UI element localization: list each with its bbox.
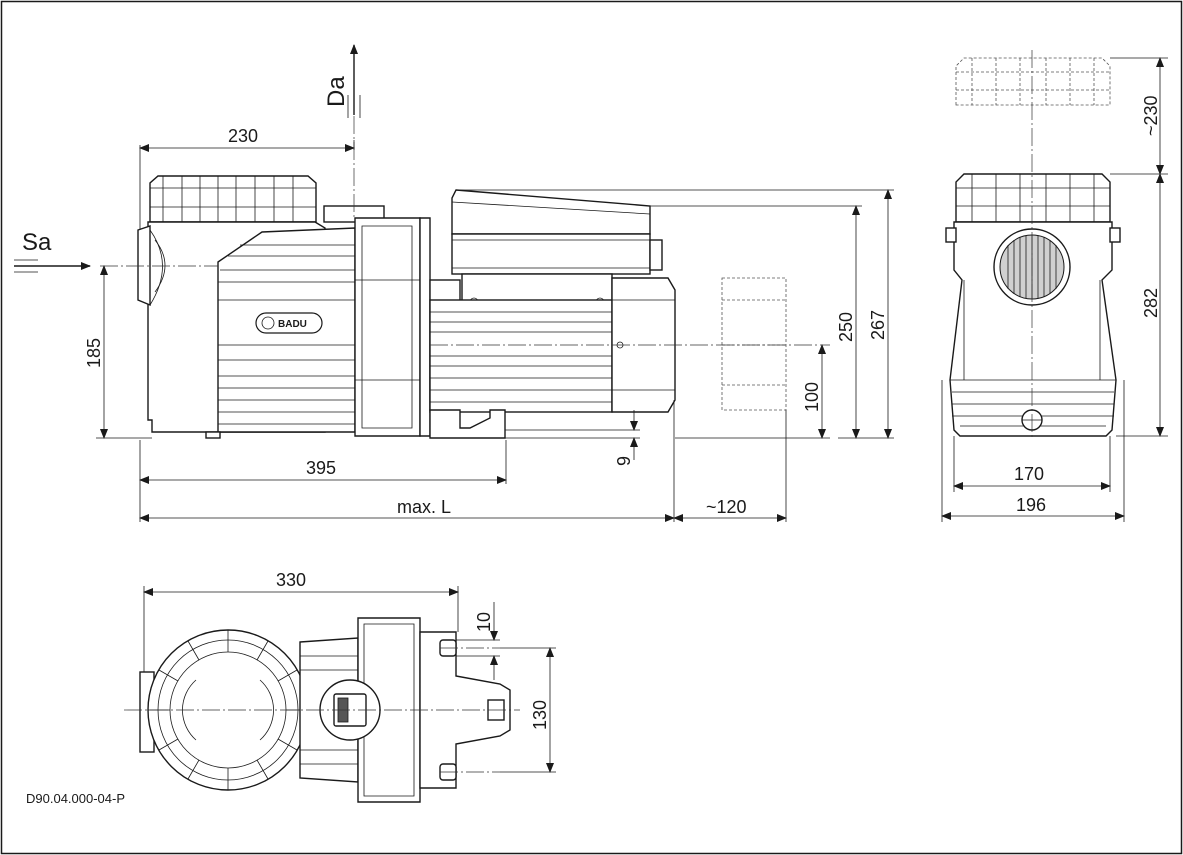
dim-120: ~120: [706, 497, 747, 517]
dim-196: 196: [1016, 495, 1046, 515]
fan-cover-clearance: [721, 277, 787, 411]
front-dimensions: 230 185 395 max. L ~120 9 100 250: [84, 126, 894, 522]
dim-max-l: max. L: [397, 497, 451, 517]
dim-230: 230: [228, 126, 258, 146]
dim-250: 250: [836, 312, 856, 342]
side-dimensions: ~230 282 170 196: [941, 57, 1168, 522]
suction-nozzle: [137, 225, 151, 307]
dim-330: 330: [276, 570, 306, 590]
discharge-flow: Da: [323, 44, 361, 118]
dim-170: 170: [1014, 464, 1044, 484]
side-housing: [949, 221, 1117, 437]
side-view: [945, 50, 1121, 440]
badu-logo: [255, 312, 323, 334]
discharge-label: Da: [323, 76, 350, 107]
dim-185: 185: [84, 338, 104, 368]
side-lid: [955, 173, 1111, 223]
plan-view: [124, 617, 520, 803]
dim-100: 100: [802, 382, 822, 412]
side-tab-left: [945, 227, 957, 243]
dim-267: 267: [868, 310, 888, 340]
lid-removal-position: [955, 57, 1111, 106]
motor-foot: [429, 409, 506, 439]
front-view: BADU: [100, 90, 830, 439]
suction-flow: Sa: [14, 229, 91, 273]
motor-flange: [354, 217, 421, 437]
dim-130: 130: [530, 700, 550, 730]
dim-9: 9: [614, 456, 634, 466]
plan-dimensions: 330 10 130: [143, 570, 556, 773]
drawing-number: D90.04.000-04-P: [26, 791, 125, 806]
logo-text: BADU: [278, 319, 307, 330]
front-foot: [205, 431, 221, 439]
side-tab-right: [1109, 227, 1121, 243]
suction-label: Sa: [22, 229, 52, 256]
pump-lid: [149, 175, 317, 223]
dim-395: 395: [306, 458, 336, 478]
dim-10: 10: [474, 612, 494, 632]
dim-side-230: ~230: [1141, 95, 1161, 136]
logo-fan-icon: [261, 316, 275, 330]
dim-282: 282: [1141, 288, 1161, 318]
casing-ribs: [218, 244, 355, 425]
